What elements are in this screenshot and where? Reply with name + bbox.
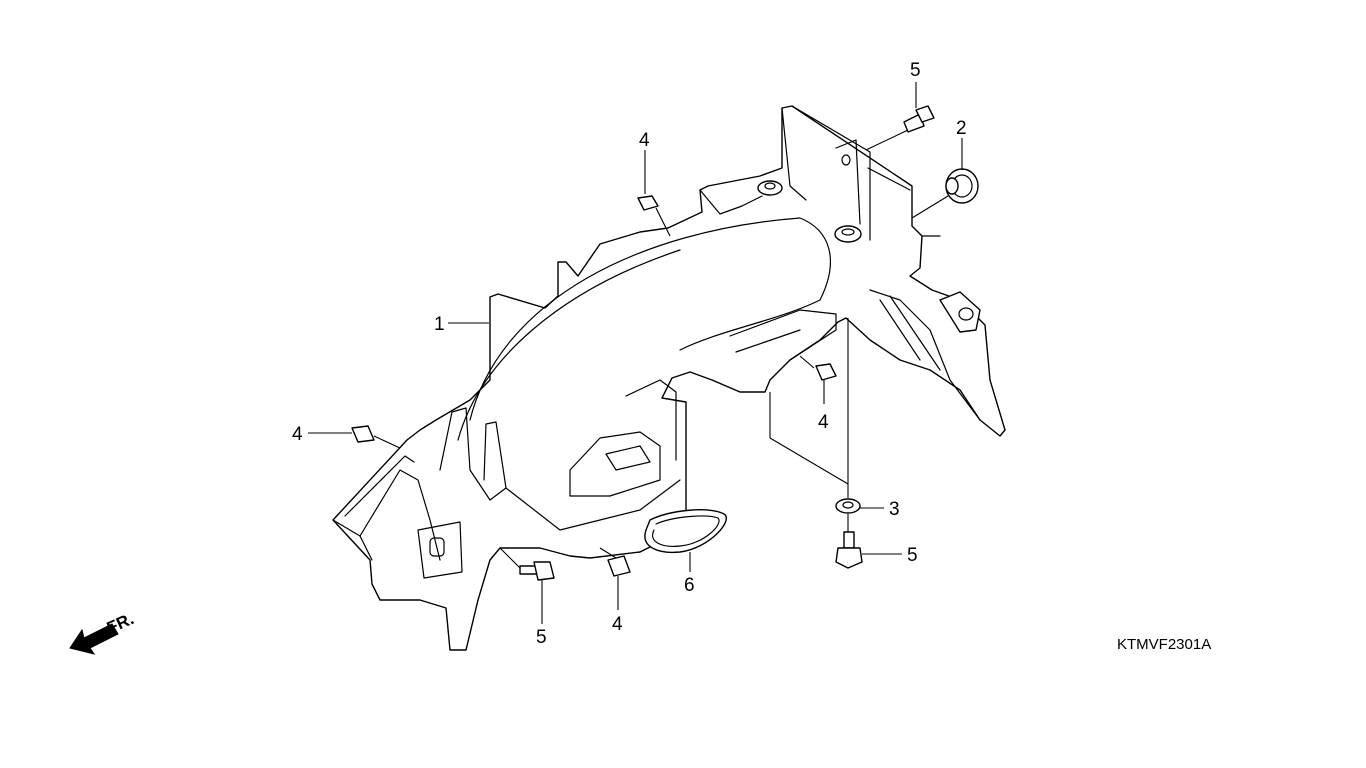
drawing-code: KTMVF2301A (1117, 636, 1211, 653)
leader-lines (308, 82, 963, 624)
front-arrow-icon (69, 623, 119, 655)
clip-nut-left (351, 425, 375, 443)
bolt-right (835, 531, 863, 569)
clip-nut-top (637, 195, 659, 211)
callout-1: 1 (434, 314, 445, 335)
bolt-top-right (903, 105, 935, 133)
callout-3: 3 (889, 499, 900, 520)
callout-4-left: 4 (292, 424, 303, 445)
front-direction-indicator: FR. (69, 609, 137, 655)
callout-labels: 1 2 3 4 4 4 4 5 5 5 6 (292, 60, 967, 648)
callout-4-top: 4 (639, 130, 650, 151)
washer (835, 498, 861, 514)
callout-5-right: 5 (907, 545, 918, 566)
callout-4-right: 4 (818, 412, 829, 433)
grommet (945, 168, 979, 204)
clip-nut-bottom (607, 555, 631, 577)
rear-inner-fender (332, 105, 1006, 651)
callout-5-top: 5 (910, 60, 921, 81)
front-label: FR. (104, 609, 137, 637)
clip-nut-right (815, 363, 837, 381)
bolt-lower-left (519, 561, 555, 581)
seal-ring (644, 509, 727, 554)
callout-6: 6 (684, 575, 695, 596)
callout-5-bottom: 5 (536, 627, 547, 648)
callout-4-bottom: 4 (612, 614, 623, 635)
callout-2: 2 (956, 118, 967, 139)
